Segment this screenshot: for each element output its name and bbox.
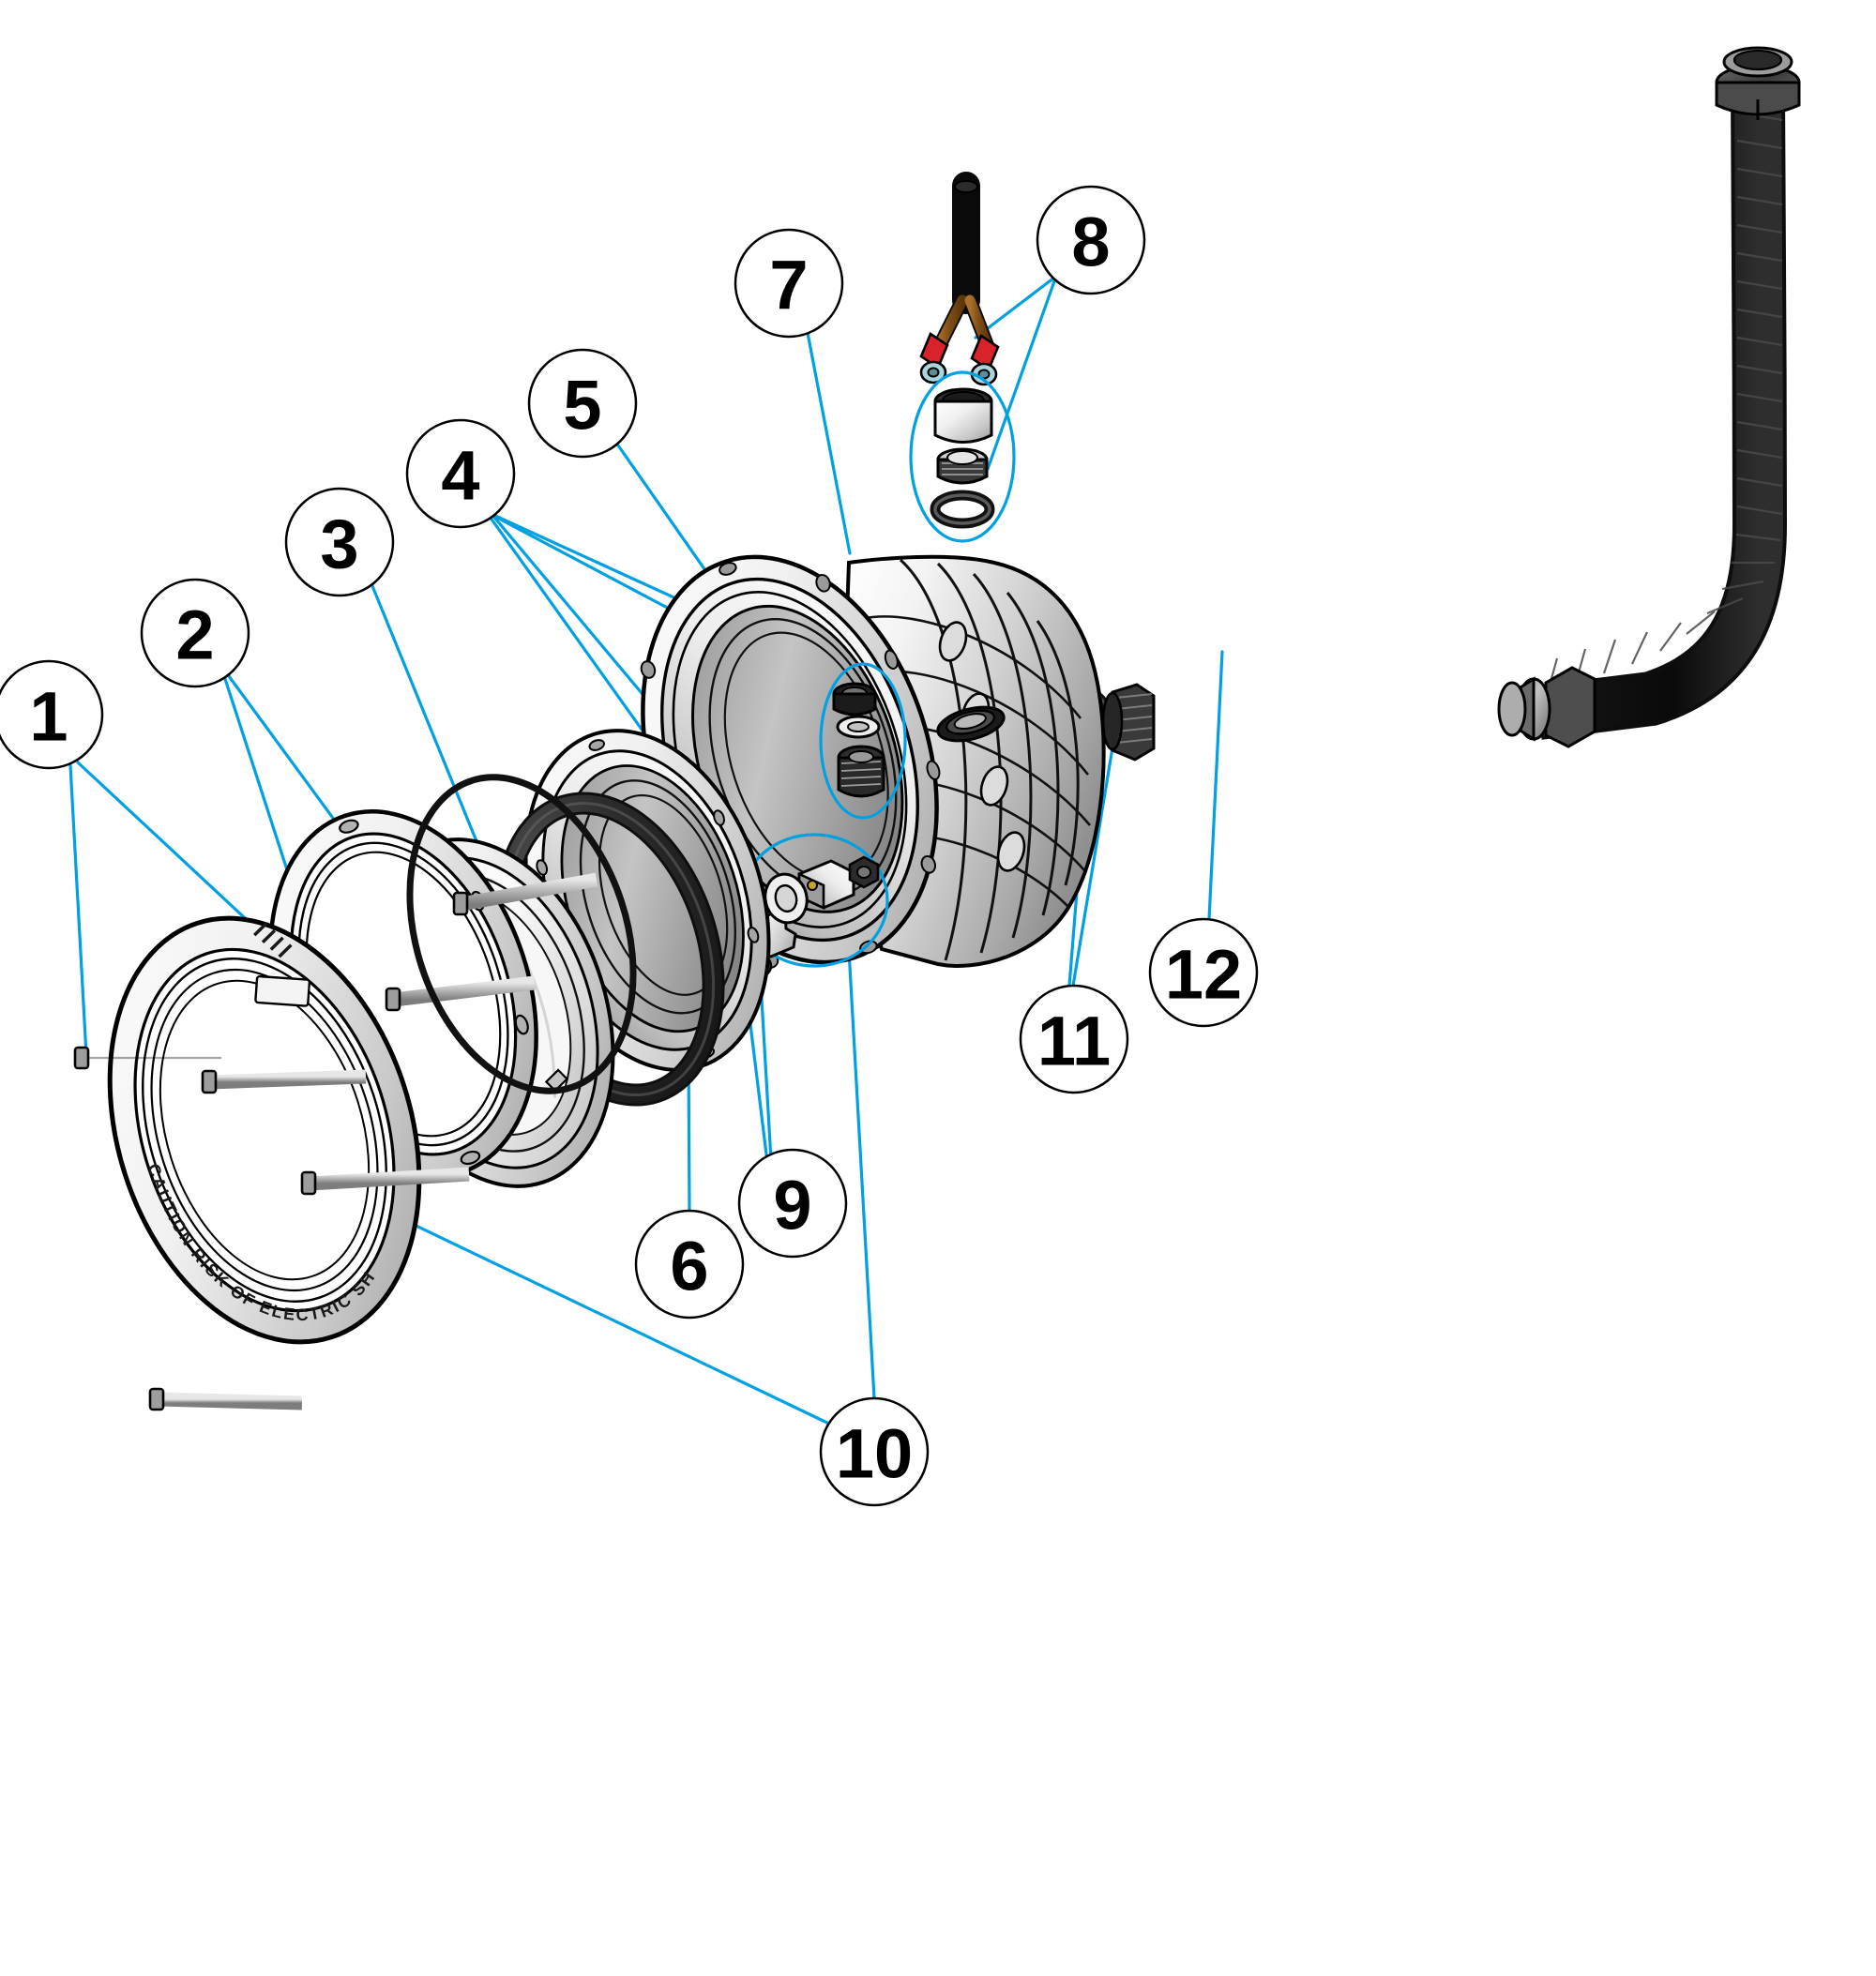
bushing-black	[832, 682, 877, 716]
callout-number-5: 5	[563, 367, 601, 445]
leader-line-10-2	[847, 948, 876, 1400]
callout-number-2: 2	[175, 596, 214, 674]
callout-number-8: 8	[1071, 204, 1110, 281]
callout-number-11: 11	[1037, 1003, 1111, 1080]
lens-gasket	[406, 774, 637, 1094]
callout-number-10: 10	[836, 1415, 913, 1493]
face-ring-screws	[73, 872, 598, 1411]
callout-number-7: 7	[769, 247, 808, 324]
conduit-end-fitting	[1497, 666, 1596, 748]
callout-number-9: 9	[773, 1167, 811, 1244]
knurled-nut	[837, 745, 885, 798]
callout-2[interactable]: 2	[140, 578, 250, 688]
leader-line-4-1	[486, 512, 658, 752]
bulkhead-fittings-front	[819, 662, 907, 820]
callout-circle-7[interactable]	[734, 228, 844, 339]
leader-line-12-1	[1207, 650, 1224, 921]
callout-4[interactable]: 4	[405, 418, 516, 529]
washer-white	[836, 715, 881, 739]
callout-number-3: 3	[320, 505, 358, 583]
callout-6[interactable]: 6	[634, 1209, 745, 1320]
leader-line-1-1	[68, 763, 88, 1057]
ring-terminal-left	[919, 332, 949, 385]
callout-number-12: 12	[1165, 936, 1242, 1014]
callout-10[interactable]: 10	[819, 1396, 930, 1507]
callout-11[interactable]: 11	[1019, 984, 1129, 1094]
callout-number-6: 6	[670, 1228, 708, 1305]
callout-circle-5[interactable]	[527, 348, 638, 459]
callout-circle-2[interactable]	[140, 578, 250, 688]
flexible-conduit-cord	[1497, 46, 1801, 748]
callout-8[interactable]: 8	[1036, 185, 1146, 295]
wire-harness	[909, 172, 1016, 543]
callout-3[interactable]: 3	[284, 487, 395, 597]
callout-circle-4[interactable]	[405, 418, 516, 529]
callout-circle-3[interactable]	[284, 487, 395, 597]
callout-circle-9[interactable]	[737, 1148, 848, 1259]
callout-number-4: 4	[441, 437, 479, 515]
callout-circle-1[interactable]	[0, 659, 104, 770]
callout-circle-12[interactable]	[1148, 917, 1259, 1028]
assembly-artwork: CAUTION RISK OF ELECTRIC SHOCK SUBMERGE …	[0, 22, 1801, 1411]
callout-circle-11[interactable]	[1019, 984, 1129, 1094]
leader-lines-group	[68, 276, 1224, 1427]
callout-circle-10[interactable]	[819, 1396, 930, 1507]
callout-circle-8[interactable]	[1036, 185, 1146, 295]
callout-7[interactable]: 7	[734, 228, 844, 339]
strain-relief-cap	[933, 387, 993, 444]
ring-terminal-right	[970, 334, 1000, 386]
leader-line-8-2	[986, 279, 1056, 471]
hex-nut	[848, 855, 880, 889]
callout-9[interactable]: 9	[737, 1148, 848, 1259]
callout-5[interactable]: 5	[527, 348, 638, 459]
conduit-top-bushing	[1715, 46, 1801, 120]
callout-circle-6[interactable]	[634, 1209, 745, 1320]
callout-number-1: 1	[29, 678, 68, 756]
callout-1[interactable]: 1	[0, 659, 104, 770]
callout-12[interactable]: 12	[1148, 917, 1259, 1028]
gland-nut	[936, 447, 989, 485]
leader-line-7-1	[806, 331, 852, 555]
leader-line-8-1	[974, 276, 1056, 339]
